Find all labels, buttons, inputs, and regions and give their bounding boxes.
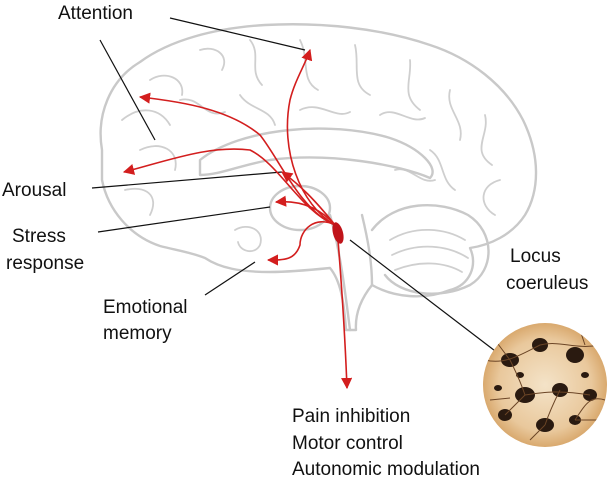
label-attention: Attention xyxy=(58,3,133,24)
projection-arousal xyxy=(281,171,336,226)
projection-stress xyxy=(274,195,336,226)
locus-coeruleus-nucleus xyxy=(332,222,344,244)
label-arousal: Arousal xyxy=(2,180,67,201)
attention-pointer xyxy=(169,17,306,51)
projection-spinal xyxy=(337,239,353,390)
label-locus-line2: coeruleus xyxy=(506,273,589,294)
projection-arrows xyxy=(122,48,353,390)
locus-pointer xyxy=(349,239,504,358)
projection-prefrontal xyxy=(122,148,336,226)
arousal-pointer xyxy=(91,171,283,189)
projection-frontal xyxy=(138,92,336,226)
label-output-autonomic: Autonomic modulation xyxy=(292,459,480,480)
label-stress-line2: response xyxy=(6,253,85,274)
brain-outline xyxy=(99,23,538,332)
label-emotional-line2: memory xyxy=(103,323,172,344)
projection-memory xyxy=(266,220,336,266)
label-output-pain: Pain inhibition xyxy=(292,406,411,427)
attention-pointer-2 xyxy=(99,39,156,141)
pointer-lines xyxy=(91,17,504,358)
label-emotional-line1: Emotional xyxy=(103,297,188,318)
micrograph-inset xyxy=(483,323,607,447)
label-stress-line1: Stress xyxy=(12,226,66,247)
label-output-motor: Motor control xyxy=(292,433,403,454)
label-locus-line1: Locus xyxy=(510,246,561,267)
memory-pointer xyxy=(204,261,256,296)
projection-attention xyxy=(286,48,336,226)
stress-pointer xyxy=(97,206,271,233)
